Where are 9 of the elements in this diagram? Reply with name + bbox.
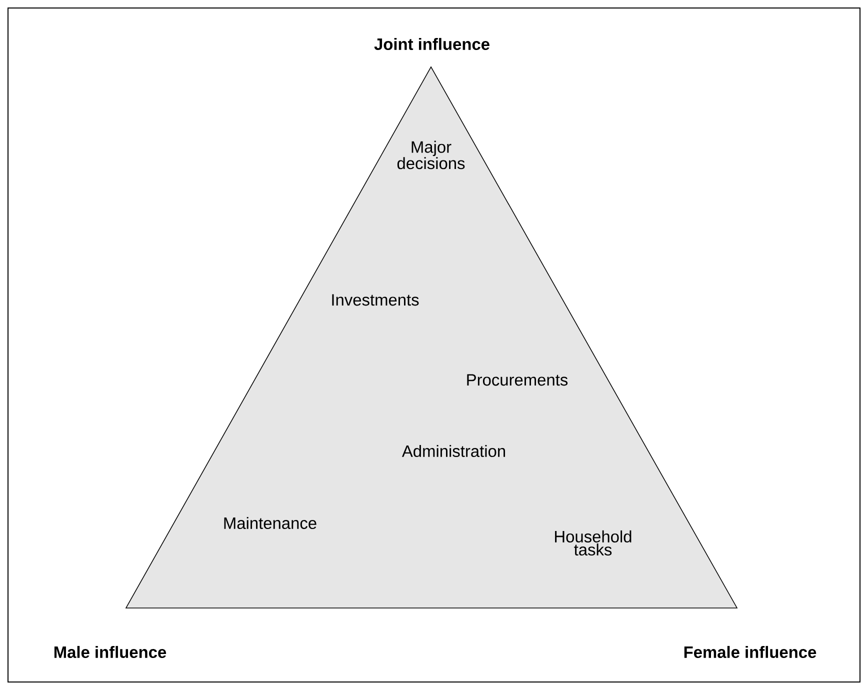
region-label: Major decisions [397, 140, 465, 170]
region-label: Procurements [467, 374, 568, 386]
region-label: Maintenance [224, 516, 316, 530]
region-label: Investments [332, 294, 419, 306]
region-label: Administration [402, 444, 505, 458]
corner-label: Joint influence [374, 38, 490, 50]
corner-label: Male influence [54, 646, 166, 658]
region-label: Household tasks [555, 530, 632, 556]
corner-label: Female influence [684, 646, 816, 658]
